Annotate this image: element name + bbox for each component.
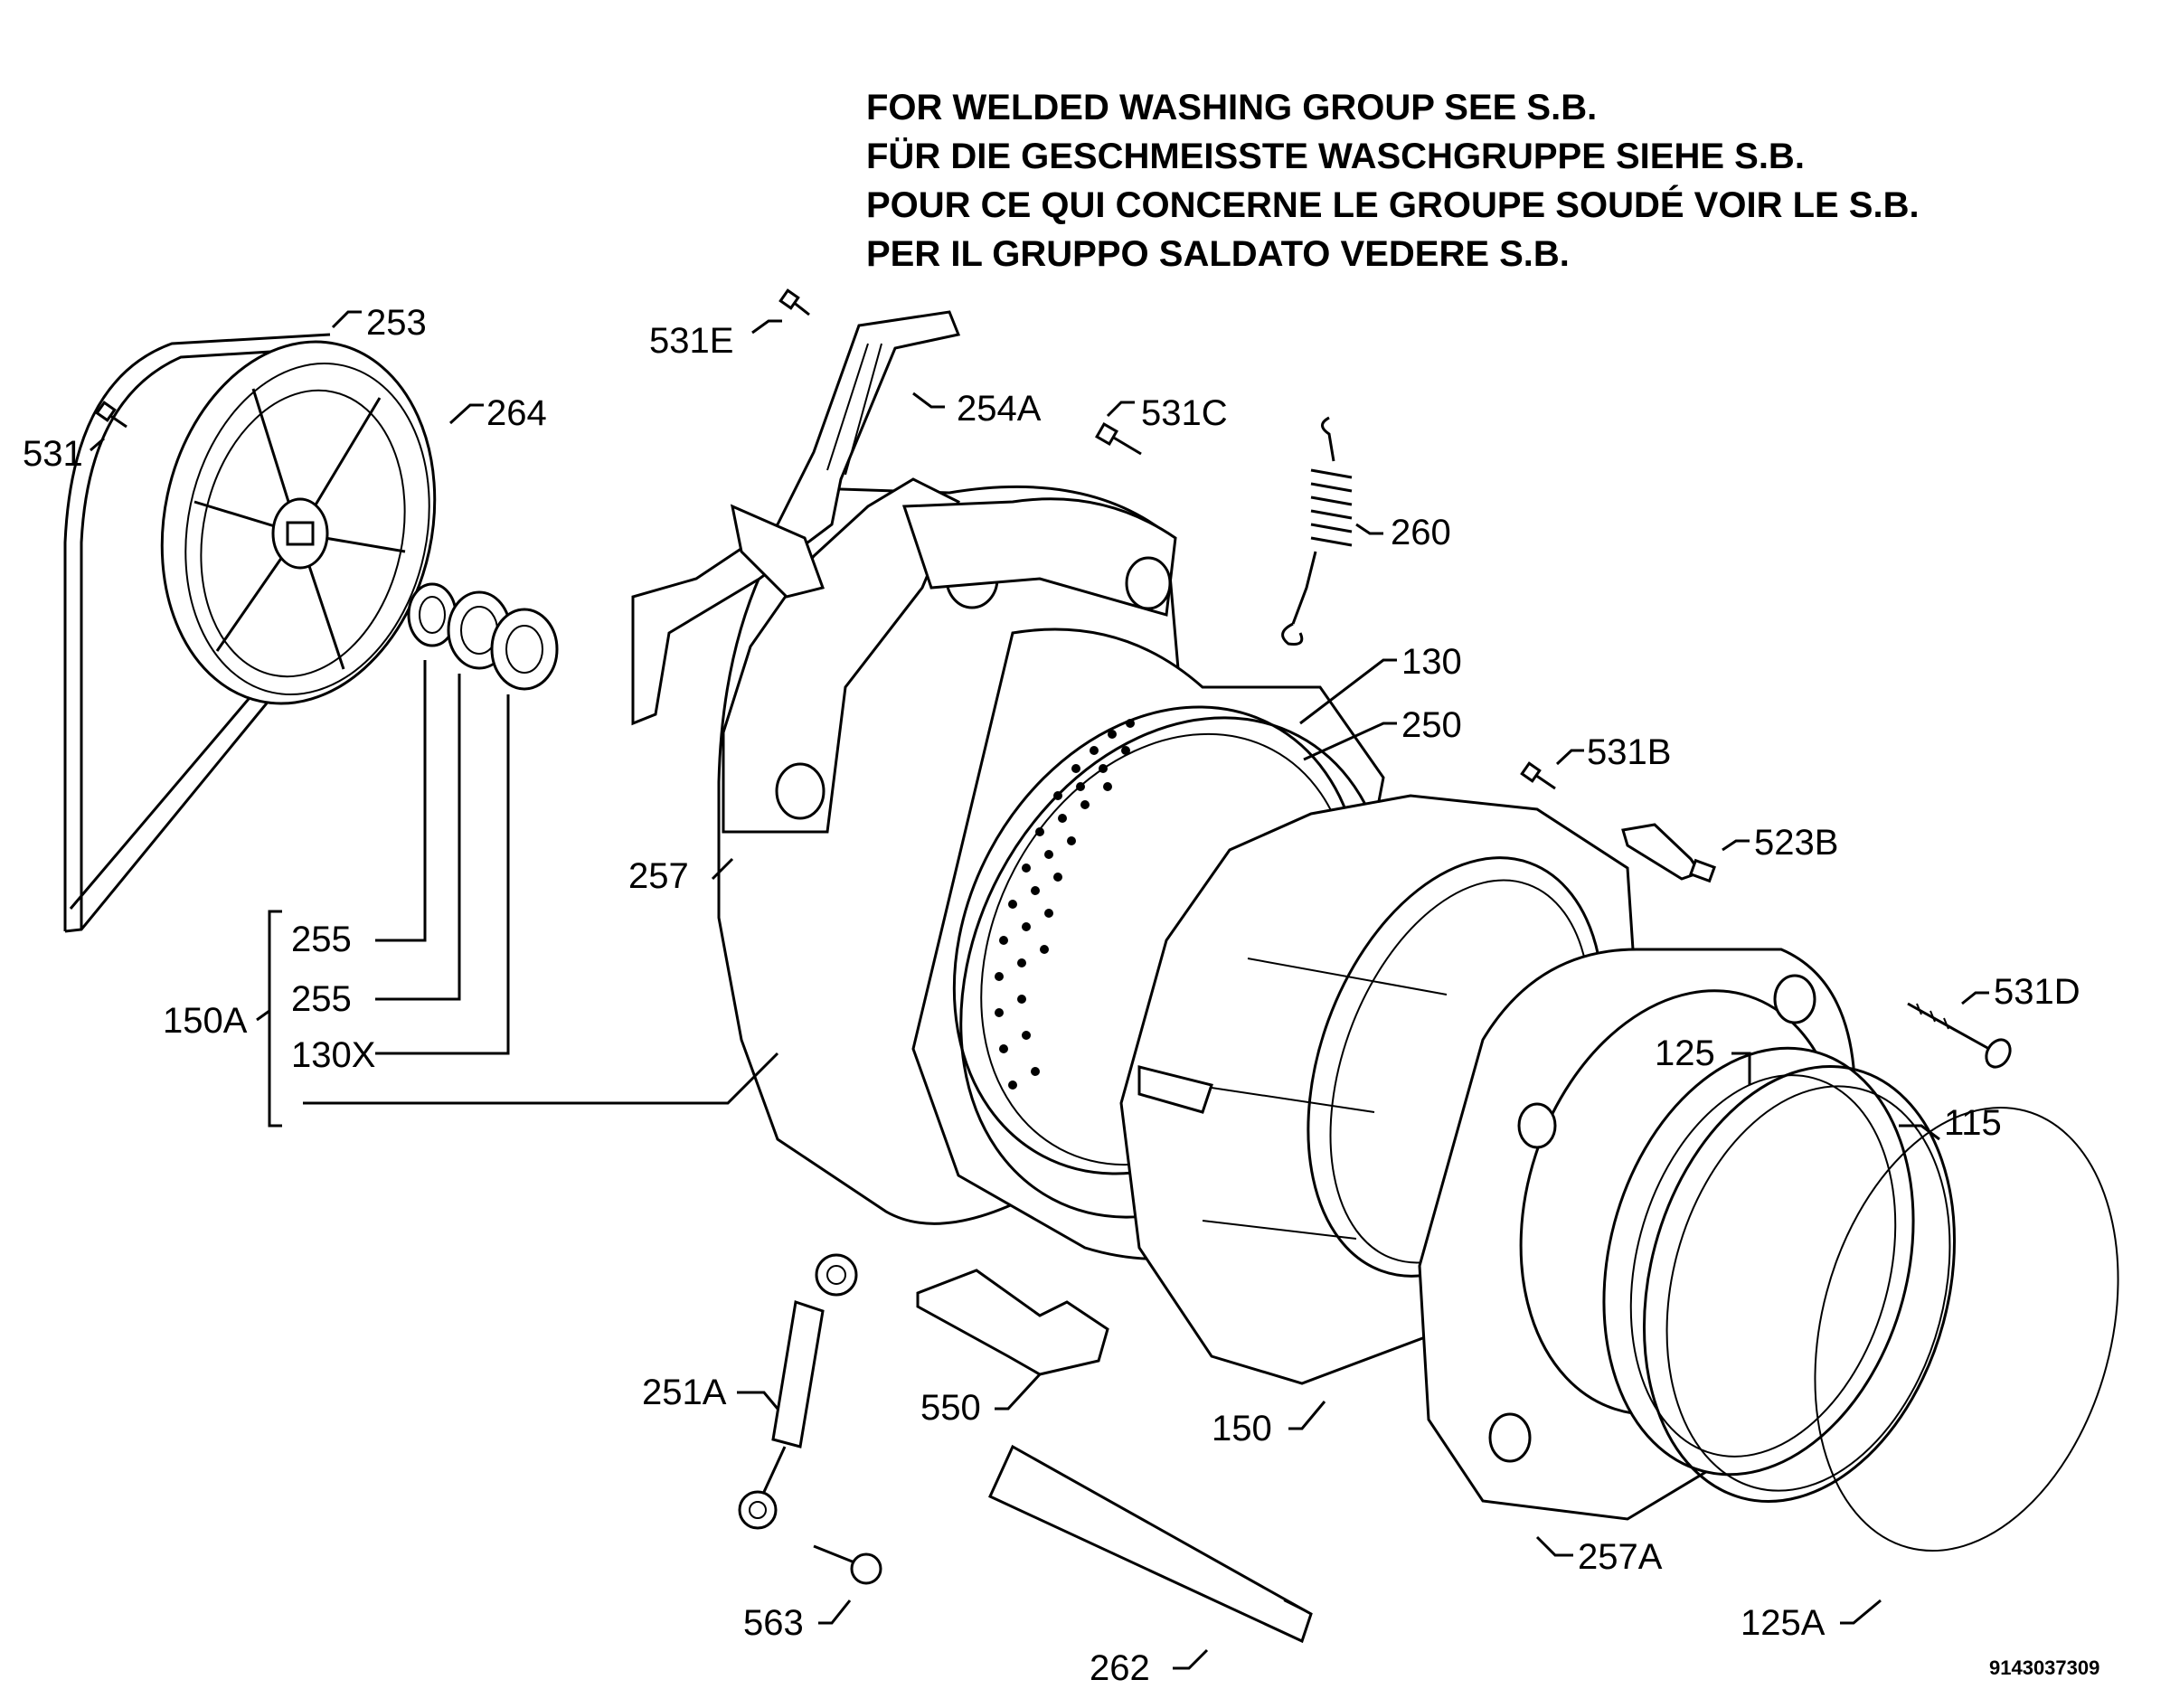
- note-line-it: PER IL GRUPPO SALDATO VEDERE S.B.: [866, 234, 1570, 274]
- front-ring-125: [1602, 1046, 1915, 1477]
- label-255-b: 255: [291, 979, 352, 1019]
- label-262: 262: [1090, 1648, 1150, 1688]
- label-260: 260: [1391, 513, 1451, 552]
- welded-washing-group-note: FOR WELDED WASHING GROUP SEE S.B. FÜR DI…: [866, 83, 1920, 278]
- note-line-en: FOR WELDED WASHING GROUP SEE S.B.: [866, 88, 1598, 127]
- label-531E: 531E: [649, 321, 733, 361]
- label-531D: 531D: [1994, 972, 2080, 1012]
- screw-531B: [1520, 761, 1556, 790]
- bolt-531D: [1907, 1002, 2012, 1069]
- label-251A: 251A: [642, 1373, 727, 1412]
- bracket-550: [916, 1269, 1109, 1376]
- wire-ring-125A: [1814, 1106, 2119, 1552]
- door-seal-115: [1642, 1065, 1957, 1503]
- screw-531: [95, 401, 127, 429]
- bearing-seal-set: [407, 582, 559, 691]
- label-531: 531: [23, 434, 83, 474]
- spider-254A: [631, 310, 961, 726]
- label-254A: 254A: [957, 389, 1042, 429]
- label-257: 257: [628, 856, 689, 896]
- label-257A: 257A: [1578, 1537, 1663, 1577]
- label-130X: 130X: [291, 1035, 375, 1075]
- screw-531C: [1095, 422, 1142, 456]
- label-125: 125: [1655, 1033, 1715, 1073]
- label-531C: 531C: [1141, 393, 1228, 433]
- lifter-262: [988, 1444, 1313, 1644]
- label-250: 250: [1401, 705, 1462, 745]
- note-line-de: FÜR DIE GESCHMEISSTE WASCHGRUPPE SIEHE S…: [866, 137, 1805, 176]
- label-125A: 125A: [1741, 1603, 1826, 1643]
- label-150: 150: [1212, 1409, 1272, 1448]
- spring-260: [1281, 416, 1353, 646]
- screw-531E: [778, 288, 810, 316]
- label-130: 130: [1401, 642, 1462, 682]
- belt-253: [63, 333, 331, 933]
- part-labels: 253 264 531 531E 254A 531C 260 130 250 5…: [23, 303, 2099, 1688]
- label-531B: 531B: [1587, 732, 1671, 772]
- clip-523B: [1621, 823, 1716, 883]
- label-550: 550: [920, 1388, 981, 1428]
- shock-absorber-251A: [738, 1253, 858, 1530]
- label-253: 253: [366, 303, 427, 343]
- label-150A: 150A: [163, 1001, 248, 1041]
- pin-563: [813, 1544, 882, 1585]
- drum-perforation: [995, 719, 1135, 1090]
- leader-lines: [90, 310, 1989, 1670]
- note-line-fr: POUR CE QUI CONCERNE LE GROUPE SOUDÉ VOI…: [866, 185, 1920, 225]
- label-523B: 523B: [1754, 823, 1838, 863]
- label-115: 115: [1944, 1103, 2002, 1143]
- label-264: 264: [486, 393, 547, 433]
- pulley-264: [160, 340, 437, 705]
- label-255-a: 255: [291, 920, 352, 959]
- drawing-code: 9143037309: [1989, 1656, 2099, 1679]
- label-563: 563: [743, 1603, 804, 1643]
